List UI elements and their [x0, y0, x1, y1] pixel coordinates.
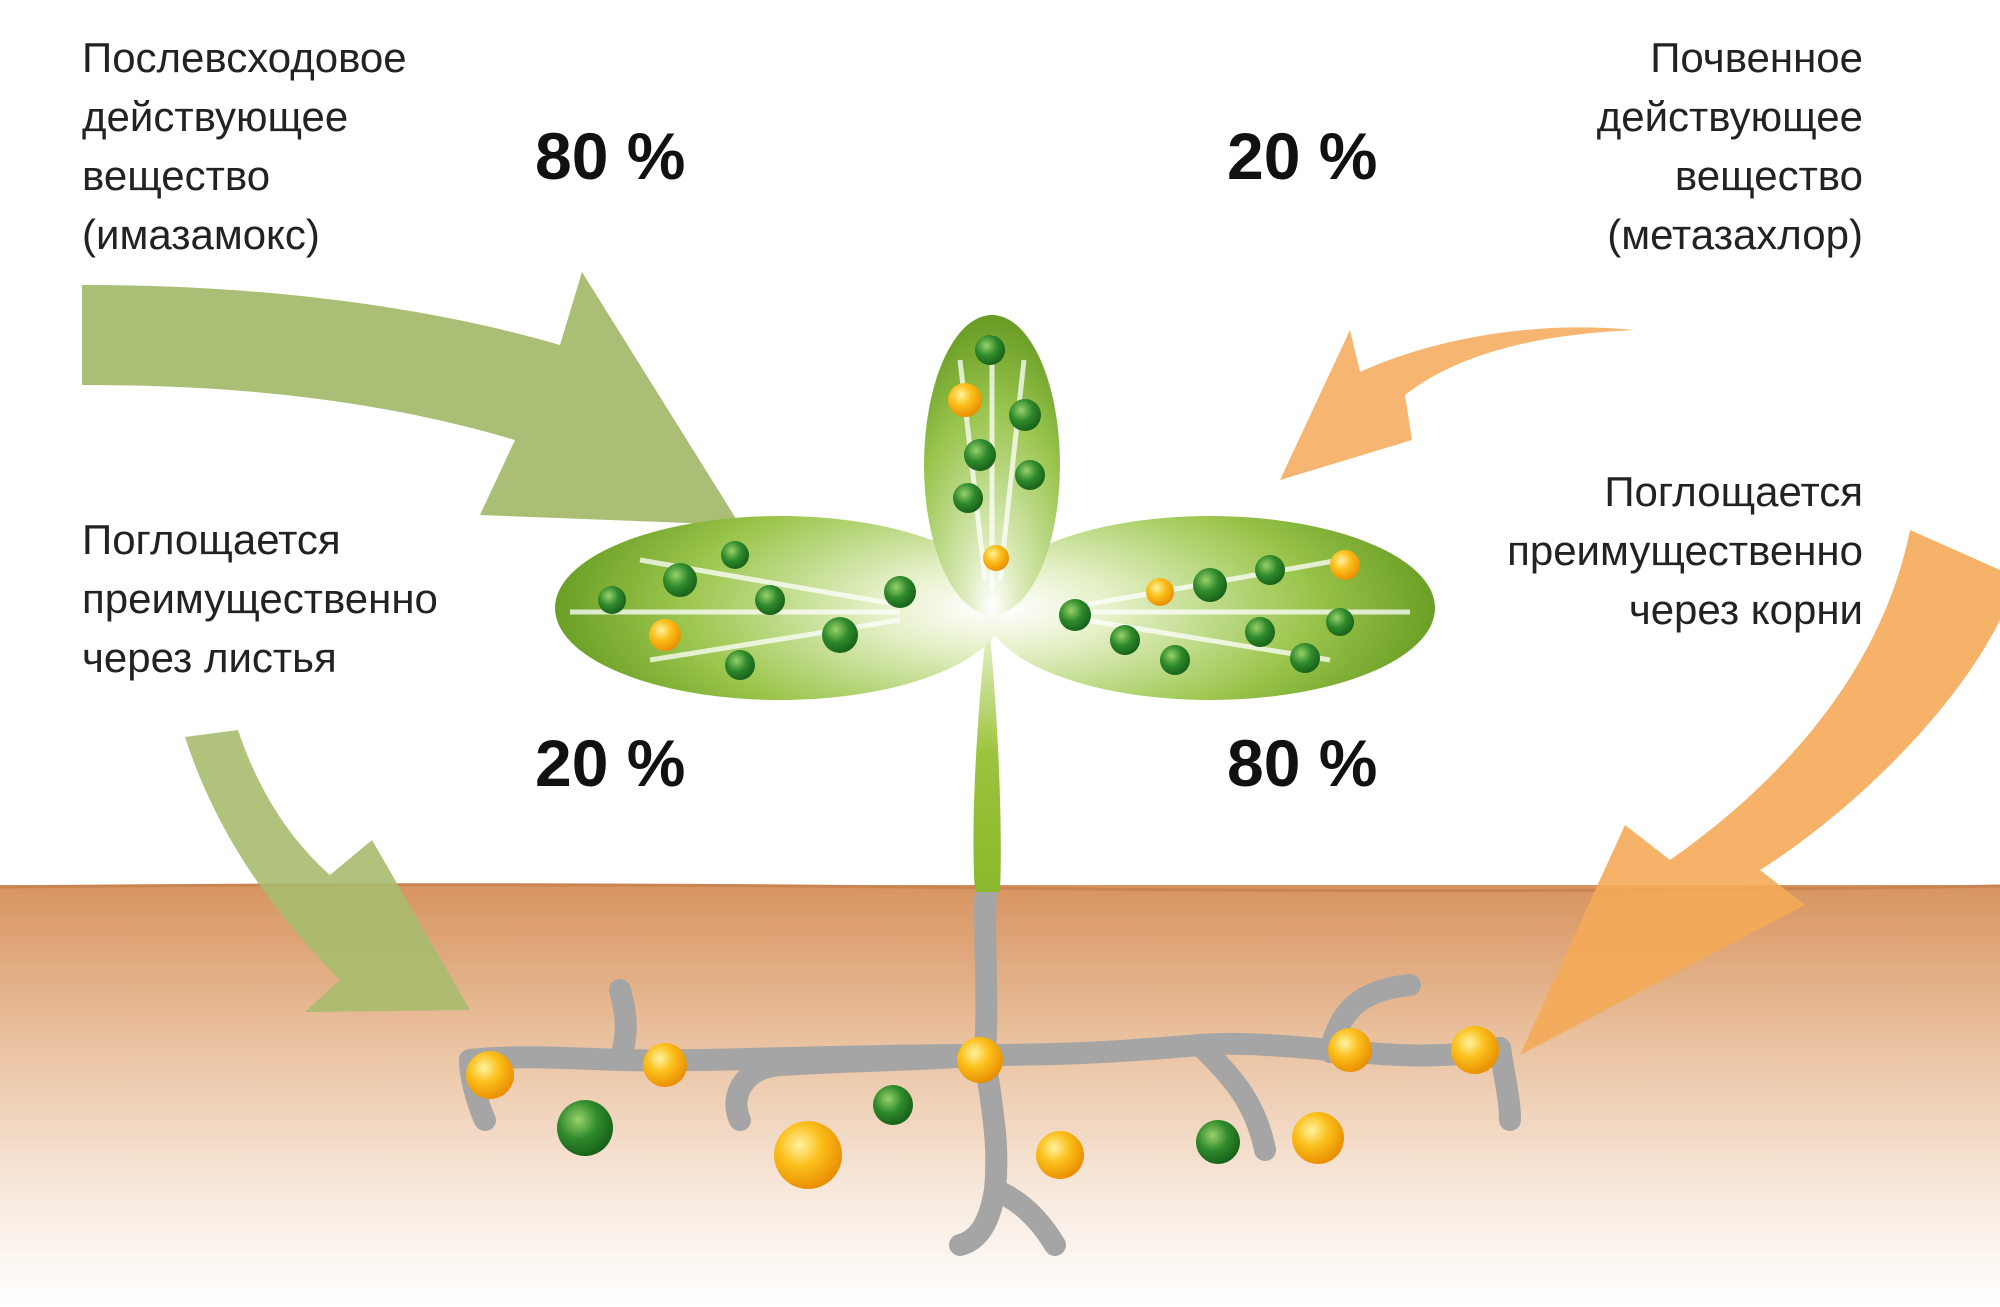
label-roots-uptake-line-3: через корни	[1628, 586, 1863, 633]
label-post-emergence-line-4: (имазамокс)	[82, 211, 320, 258]
label-post-emergence-line-1: Послевсходовое	[82, 34, 407, 81]
label-post-emergence-line-3: вещество	[82, 152, 271, 199]
label-roots-uptake-line-1: Поглощается	[1604, 468, 1863, 515]
label-post-emergence-substance: Послевсходовое действующее вещество (има…	[82, 28, 407, 264]
label-soil-line-3: вещество	[1674, 152, 1863, 199]
arrow-soil-to-roots	[1520, 530, 2000, 1055]
label-leaves-uptake: Поглощается преимущественно через листья	[82, 510, 438, 687]
label-leaves-uptake-line-3: через листья	[82, 634, 337, 681]
soil-particles	[466, 1026, 1499, 1189]
percent-metazachlor-roots: 80 %	[1227, 726, 1378, 800]
leaf-right	[985, 516, 1435, 700]
stem	[973, 615, 1001, 892]
leaf-particles	[598, 335, 1360, 680]
label-roots-uptake: Поглощается преимущественно через корни	[1507, 462, 1863, 639]
arrow-post-emergence-to-leaves	[82, 272, 740, 525]
percent-imazamox-roots: 20 %	[535, 726, 686, 800]
arrow-soil-to-leaves	[1280, 327, 1635, 480]
stem-underground	[975, 892, 997, 1050]
label-soil-line-4: (метазахлор)	[1607, 211, 1863, 258]
label-soil-line-1: Почвенное	[1650, 34, 1863, 81]
label-post-emergence-line-2: действующее	[82, 93, 349, 140]
label-soil-substance: Почвенное действующее вещество (метазахл…	[1597, 28, 1863, 264]
percent-imazamox-leaves: 80 %	[535, 119, 686, 193]
label-soil-line-2: действующее	[1596, 93, 1863, 140]
percent-metazachlor-leaves: 20 %	[1227, 119, 1378, 193]
arrow-post-emergence-to-soil	[185, 730, 470, 1012]
label-roots-uptake-line-2: преимущественно	[1507, 527, 1863, 574]
label-leaves-uptake-line-2: преимущественно	[82, 575, 438, 622]
label-leaves-uptake-line-1: Поглощается	[82, 516, 341, 563]
